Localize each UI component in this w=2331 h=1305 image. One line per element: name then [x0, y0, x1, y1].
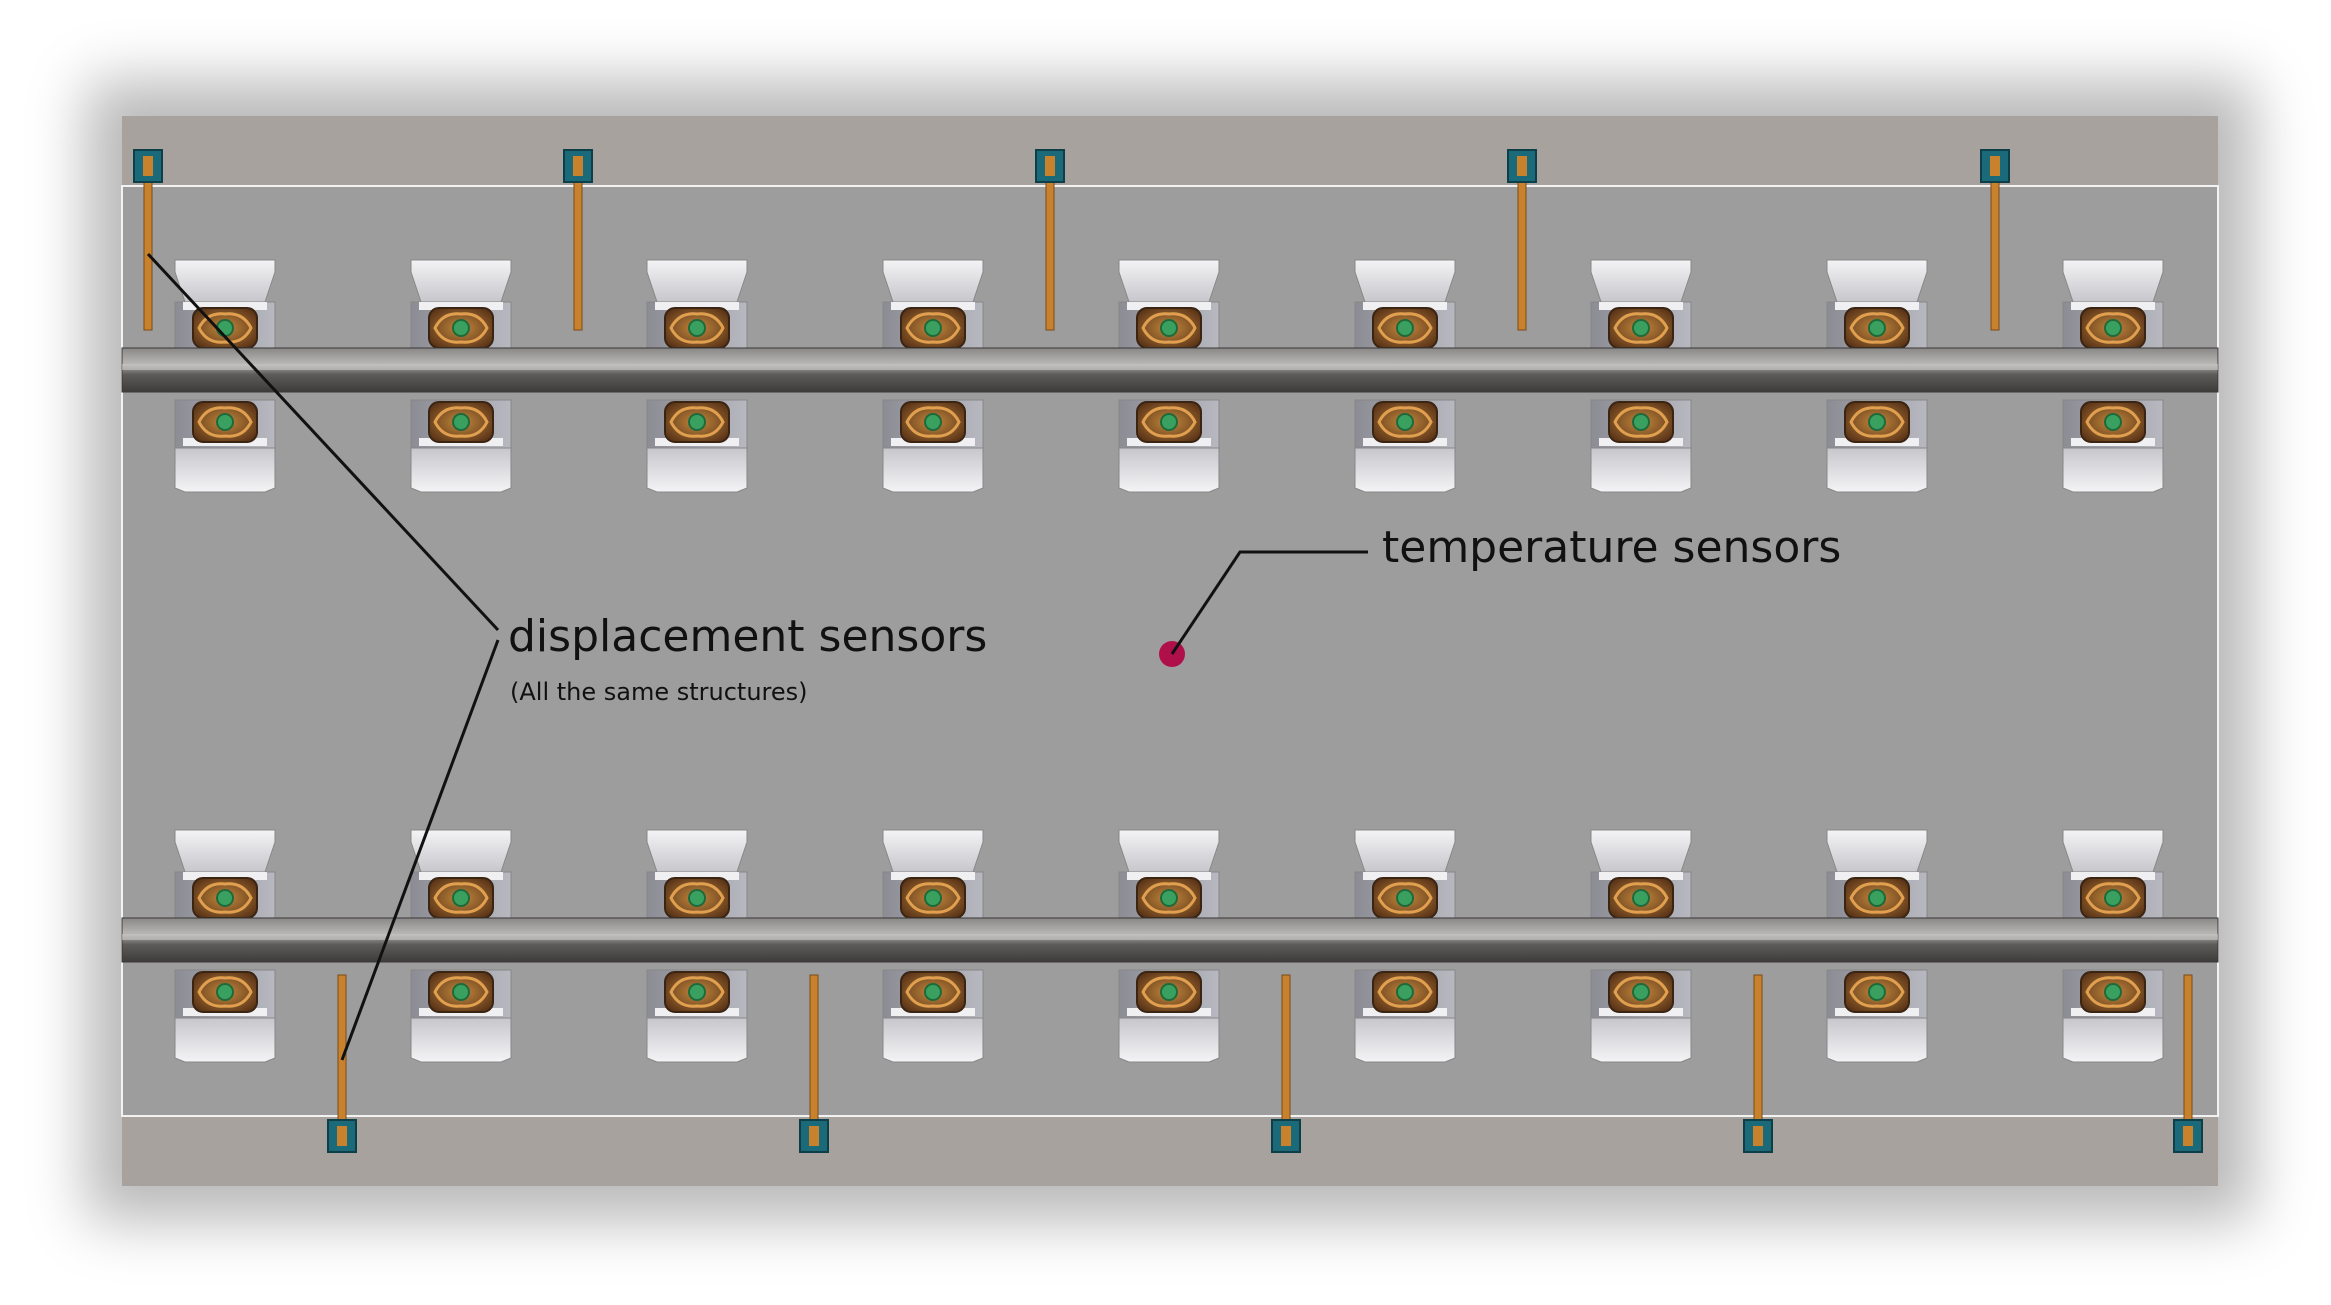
displacement-sensor-bottom-1	[799, 974, 829, 1153]
fastener-icon	[428, 971, 494, 1013]
sleeper-upper-3	[882, 259, 984, 493]
fastener-icon	[2080, 877, 2146, 919]
displacement-sensor-bottom-3	[1743, 974, 1773, 1153]
sleeper-lower-5	[1354, 829, 1456, 1063]
fastener-icon	[664, 971, 730, 1013]
sleeper-upper-4	[1118, 259, 1220, 493]
fastener-icon	[1136, 307, 1202, 349]
displacement-leader-line-bottom	[340, 639, 500, 1061]
fastener-icon	[428, 401, 494, 443]
sleeper-upper-5	[1354, 259, 1456, 493]
sleeper-lower-0	[174, 829, 276, 1063]
fastener-icon	[192, 401, 258, 443]
fastener-icon	[1372, 877, 1438, 919]
fastener-icon	[900, 307, 966, 349]
sleeper-upper-8	[2062, 259, 2164, 493]
fastener-icon	[900, 401, 966, 443]
leader-lines	[146, 252, 1368, 1061]
displacement-sensor-top-3	[1507, 149, 1537, 331]
displacement-sensors-group	[133, 149, 2203, 1153]
displacement-sensor-bottom-2	[1271, 974, 1301, 1153]
displacement-sensor-top-2	[1035, 149, 1065, 331]
sleeper-lower-6	[1590, 829, 1692, 1063]
displacement-sensor-top-0	[133, 149, 163, 331]
fastener-icon	[192, 877, 258, 919]
sleeper-lower-8	[2062, 829, 2164, 1063]
fastener-icon	[664, 877, 730, 919]
fastener-icon	[1844, 307, 1910, 349]
rails-group	[121, 347, 2219, 963]
displacement-sensor-bottom-0	[327, 974, 357, 1153]
fastener-icon	[2080, 971, 2146, 1013]
fastener-icon	[1844, 971, 1910, 1013]
sensor-mount-icon	[133, 149, 163, 183]
sleeper-upper-7	[1826, 259, 1928, 493]
fastener-icon	[1844, 401, 1910, 443]
fastener-icon	[1136, 877, 1202, 919]
fastener-icon	[1608, 401, 1674, 443]
sensor-mount-icon	[2173, 1119, 2203, 1153]
displacement-sensor-bottom-4	[2173, 974, 2203, 1153]
sleeper-lower-7	[1826, 829, 1928, 1063]
fastener-icon	[192, 971, 258, 1013]
fastener-icon	[1608, 307, 1674, 349]
displacement-sensors-label: displacement sensors	[508, 611, 987, 662]
displacement-sensor-top-4	[1980, 149, 2010, 331]
fastener-icon	[664, 307, 730, 349]
displacement-sensor-top-1	[563, 149, 593, 331]
fastener-icon	[1372, 971, 1438, 1013]
sleeper-lower-2	[646, 829, 748, 1063]
fastener-icon	[428, 307, 494, 349]
fastener-icon	[1136, 971, 1202, 1013]
fastener-icon	[2080, 307, 2146, 349]
fastener-icon	[1844, 877, 1910, 919]
displacement-sensors-note: (All the same structures)	[510, 678, 808, 706]
fastener-icon	[1136, 401, 1202, 443]
sleeper-upper-1	[410, 259, 512, 493]
displacement-leader-line-top	[146, 252, 500, 632]
sleeper-upper-6	[1590, 259, 1692, 493]
temperature-leader-line	[1170, 550, 1368, 655]
fastener-icon	[900, 877, 966, 919]
fastener-icon	[428, 877, 494, 919]
fastener-icon	[1372, 401, 1438, 443]
sleepers-group	[174, 259, 2164, 1063]
sleeper-lower-4	[1118, 829, 1220, 1063]
fastener-icon	[664, 401, 730, 443]
fastener-icon	[1608, 971, 1674, 1013]
fastener-icon	[1608, 877, 1674, 919]
temperature-sensors-label: temperature sensors	[1382, 522, 1841, 573]
fastener-icon	[2080, 401, 2146, 443]
fastener-icon	[900, 971, 966, 1013]
sleeper-lower-3	[882, 829, 984, 1063]
sleeper-lower-1	[410, 829, 512, 1063]
sensor-mount-icon	[1980, 149, 2010, 183]
fastener-icon	[1372, 307, 1438, 349]
